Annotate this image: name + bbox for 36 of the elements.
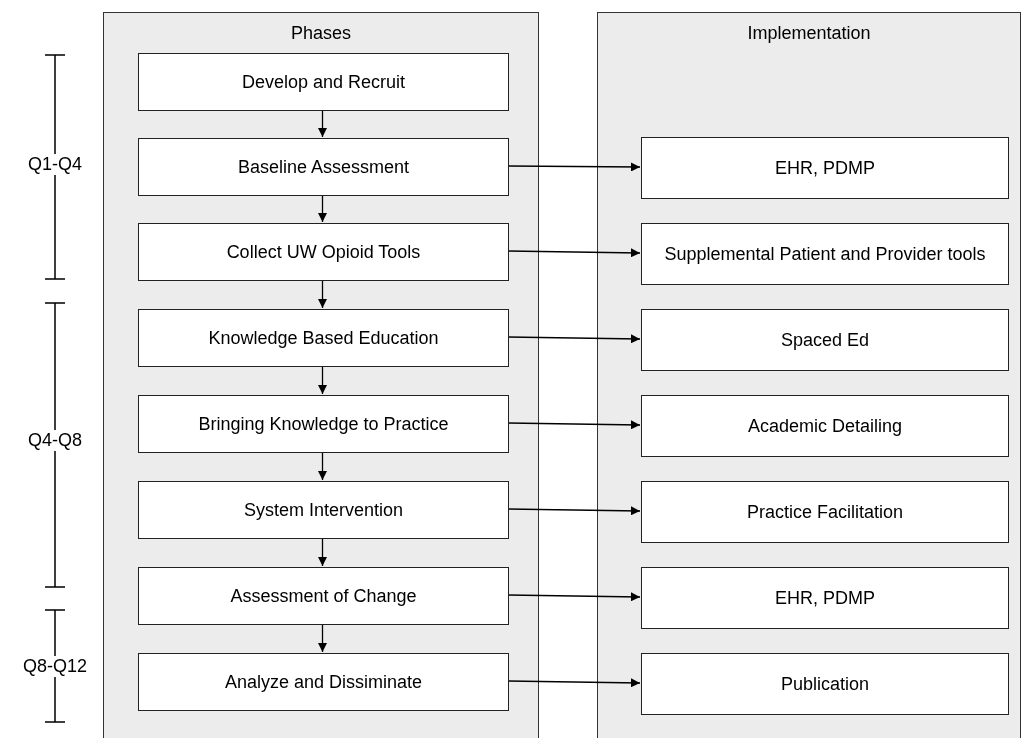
arrow bbox=[507, 334, 641, 344]
arrow bbox=[317, 623, 328, 653]
process-box: EHR, PDMP bbox=[641, 137, 1009, 199]
arrow bbox=[507, 506, 641, 516]
arrow bbox=[507, 592, 641, 602]
arrow bbox=[507, 248, 641, 258]
time-range-label: Q1-Q4 bbox=[27, 153, 84, 175]
process-box: Academic Detailing bbox=[641, 395, 1009, 457]
time-range-label: Q8-Q12 bbox=[22, 655, 89, 677]
process-box: Bringing Knowledge to Practice bbox=[138, 395, 509, 453]
arrow bbox=[507, 420, 641, 430]
arrow bbox=[317, 279, 328, 309]
process-box: Assessment of Change bbox=[138, 567, 509, 625]
time-range-label: Q4-Q8 bbox=[27, 429, 84, 451]
arrow bbox=[507, 162, 641, 172]
arrow bbox=[317, 365, 328, 395]
group-panel bbox=[597, 12, 1021, 738]
process-box: EHR, PDMP bbox=[641, 567, 1009, 629]
process-box: System Intervention bbox=[138, 481, 509, 539]
process-box: Collect UW Opioid Tools bbox=[138, 223, 509, 281]
process-box: Analyze and Dissiminate bbox=[138, 653, 509, 711]
process-box: Publication bbox=[641, 653, 1009, 715]
arrow bbox=[317, 451, 328, 481]
process-box: Spaced Ed bbox=[641, 309, 1009, 371]
arrow bbox=[317, 537, 328, 567]
group-title: Phases bbox=[290, 23, 351, 44]
process-box: Knowledge Based Education bbox=[138, 309, 509, 367]
process-box: Develop and Recruit bbox=[138, 53, 509, 111]
arrow bbox=[507, 678, 641, 688]
process-box: Baseline Assessment bbox=[138, 138, 509, 196]
process-box: Supplemental Patient and Provider tools bbox=[641, 223, 1009, 285]
group-title: Implementation bbox=[747, 23, 871, 44]
process-box: Practice Facilitation bbox=[641, 481, 1009, 543]
arrow bbox=[317, 109, 328, 138]
group-panel bbox=[103, 12, 539, 738]
arrow bbox=[317, 194, 328, 223]
